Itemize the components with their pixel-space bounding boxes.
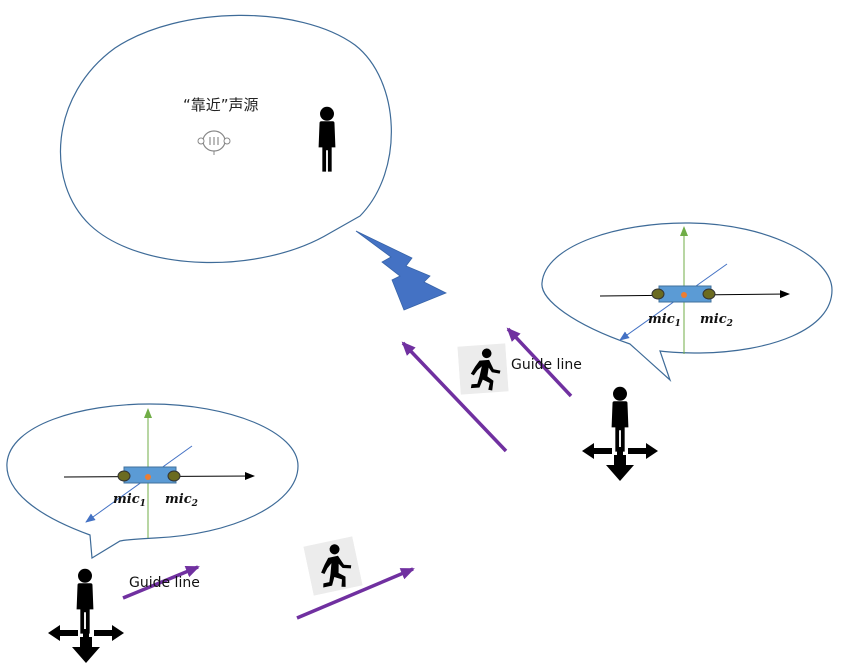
mic-1-icon (117, 470, 131, 482)
guide-line-label-left: Guide line (129, 575, 200, 591)
guide-arrow (506, 327, 573, 398)
source-label: “靠近”声源 (183, 96, 259, 114)
guide-line-label-right: Guide line (511, 357, 582, 373)
mic-2-icon (702, 288, 716, 300)
person-icon (318, 106, 336, 172)
left-mic-bubble: mic1 mic2 (6, 403, 299, 560)
person-icon (76, 568, 94, 634)
running-person-icon (303, 536, 363, 596)
mic2-label: mic2 (165, 492, 198, 509)
source-bubble: “靠近”声源 (59, 14, 392, 264)
move-arrows-icon (48, 625, 124, 663)
guide-arrow (401, 341, 508, 453)
move-arrows-icon (582, 443, 658, 481)
person-icon (611, 386, 629, 452)
guide-arrow (122, 565, 200, 600)
sound-source-icon (197, 130, 231, 155)
guide-arrow (296, 567, 415, 620)
mic1-label: mic1 (648, 312, 681, 329)
running-person-icon (457, 343, 509, 395)
mic1-label: mic1 (113, 492, 146, 509)
mic2-label: mic2 (700, 312, 733, 329)
center-dot (681, 292, 687, 298)
source-direction-axis (85, 445, 193, 523)
mic-1-icon (651, 288, 665, 300)
lightning-icon (355, 230, 447, 311)
mic-2-icon (167, 470, 181, 482)
center-dot (145, 474, 151, 480)
right-mic-bubble: mic1 mic2 (541, 222, 833, 382)
